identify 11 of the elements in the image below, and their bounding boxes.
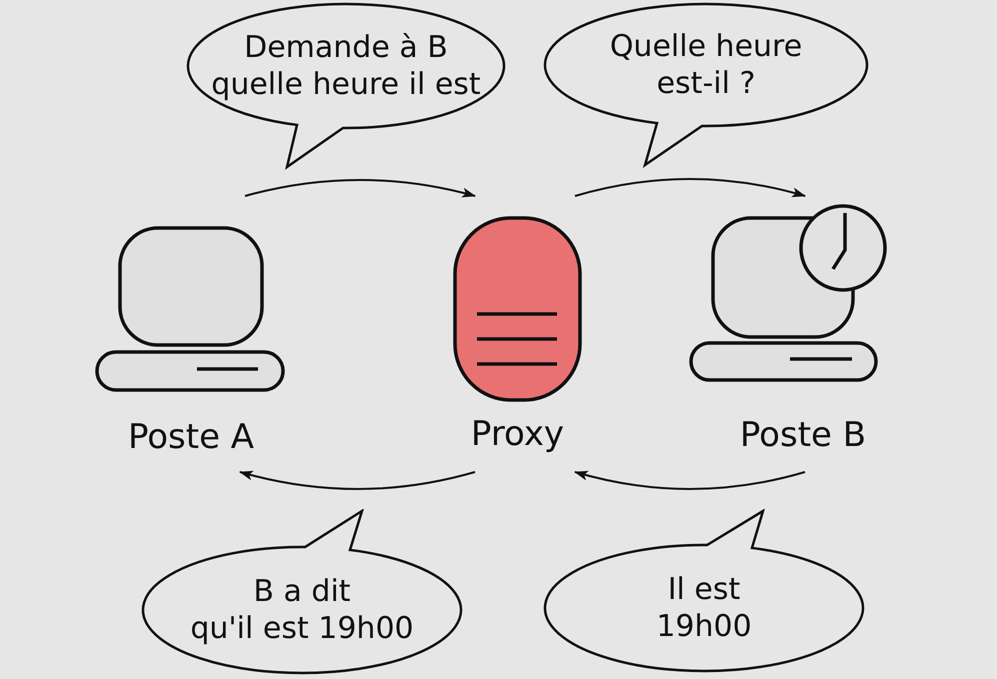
device-label: Poste A	[128, 417, 254, 457]
arrow	[574, 470, 806, 490]
bubble-text: Il est 19h00	[656, 571, 752, 645]
bubble-text: B a dit qu'il est 19h00	[190, 573, 414, 647]
arrow	[244, 179, 476, 198]
arrow	[239, 470, 476, 490]
device-label: Proxy	[470, 414, 564, 454]
device-label: Poste B	[740, 415, 866, 455]
bubble-text: Demande à B quelle heure il est	[211, 29, 481, 103]
arrow	[574, 178, 806, 198]
bubble-text: Quelle heure est-il ?	[610, 28, 802, 102]
